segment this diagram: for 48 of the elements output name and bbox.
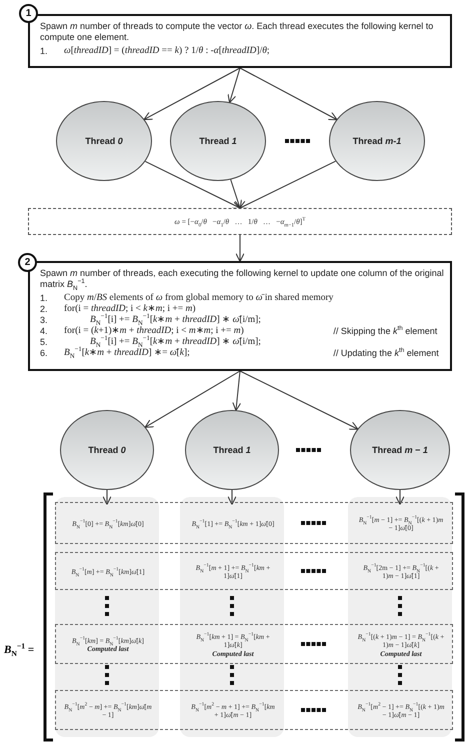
vector-box (28, 208, 452, 235)
arrow (232, 370, 242, 412)
line-number: 6. (40, 348, 49, 359)
step-number-badge: 1 (19, 4, 38, 23)
thread-label: Thread m-1 (352, 136, 402, 146)
matrix-row (55, 624, 453, 664)
thread-label: Thread 0 (85, 136, 123, 146)
matrix-row (55, 690, 453, 730)
arrow (240, 68, 338, 120)
code-comment: // Skipping the k$^{th}$ element (333, 326, 438, 337)
matrix-label: B$_{N}$$^{−1}$ = (4, 644, 34, 656)
thread-label: Thread 1 (213, 445, 251, 455)
code-line: B$_{N}$$^{−1}$[k∗m + threadID] ∗= ω̄[k]; (64, 348, 191, 359)
thread-ellipse (170, 101, 266, 181)
code-comment: // Updating the k$^{th}$ element (333, 348, 440, 359)
arrow (396, 490, 404, 505)
arrow (102, 490, 112, 505)
step-number-badge: 2 (18, 253, 37, 272)
line-number: 2. (40, 304, 49, 315)
code-line: B$_{N}$$^{−1}$[i] += B$_{N}$$^{−1}$[k∗m + threadID] ∗ ω̄[i/m]; (90, 337, 262, 348)
line-number: 5. (40, 337, 49, 348)
arrow (228, 68, 240, 104)
instruction-text: Spawn m number of threads, each executing the following kernel to update one column of the original matrix B$_{N}$$^{−1}$. (40, 268, 445, 290)
code-line: B$_{N}$$^{−1}$[i] += B$_{N}$$^{−1}$[k∗m + threadID] ∗ ω̄[i/m]; (89, 315, 262, 326)
code-line: ω[threadID] = (threadID == k) ? 1/θ : -α[threadID]/θ; (64, 46, 271, 57)
thread-label: Thread m − 1 (372, 445, 428, 455)
line-number: 3. (40, 315, 49, 326)
matrix-row (55, 502, 453, 544)
code-line: for(i = threadID; i < k∗m; i += m) (64, 304, 197, 314)
matrix-row (55, 552, 453, 590)
arrow (228, 490, 236, 505)
arrow (236, 234, 244, 262)
line-number: 4. (40, 326, 49, 337)
arrow (144, 370, 240, 428)
arrow (230, 179, 242, 209)
arrow (240, 370, 358, 430)
arrow (239, 160, 336, 209)
code-line: Copy m/BS elements of ω from global memory to ω̄ in shared memory (64, 293, 334, 304)
line-number: 1. (40, 293, 49, 304)
instruction-box (28, 261, 452, 371)
code-line: for(i = (k+1)∗m + threadID; i < m∗m; i += m) (64, 326, 245, 336)
instruction-box (28, 14, 452, 68)
line-number: 1. (40, 46, 49, 57)
thread-label: Thread 0 (88, 445, 126, 455)
arrow (143, 68, 240, 120)
instruction-text: Spawn m number of threads to compute the vector ω. Each thread executes the following kernel to compute one element. (40, 21, 434, 43)
thread-label: Thread 1 (199, 136, 237, 146)
arrow (144, 160, 241, 209)
